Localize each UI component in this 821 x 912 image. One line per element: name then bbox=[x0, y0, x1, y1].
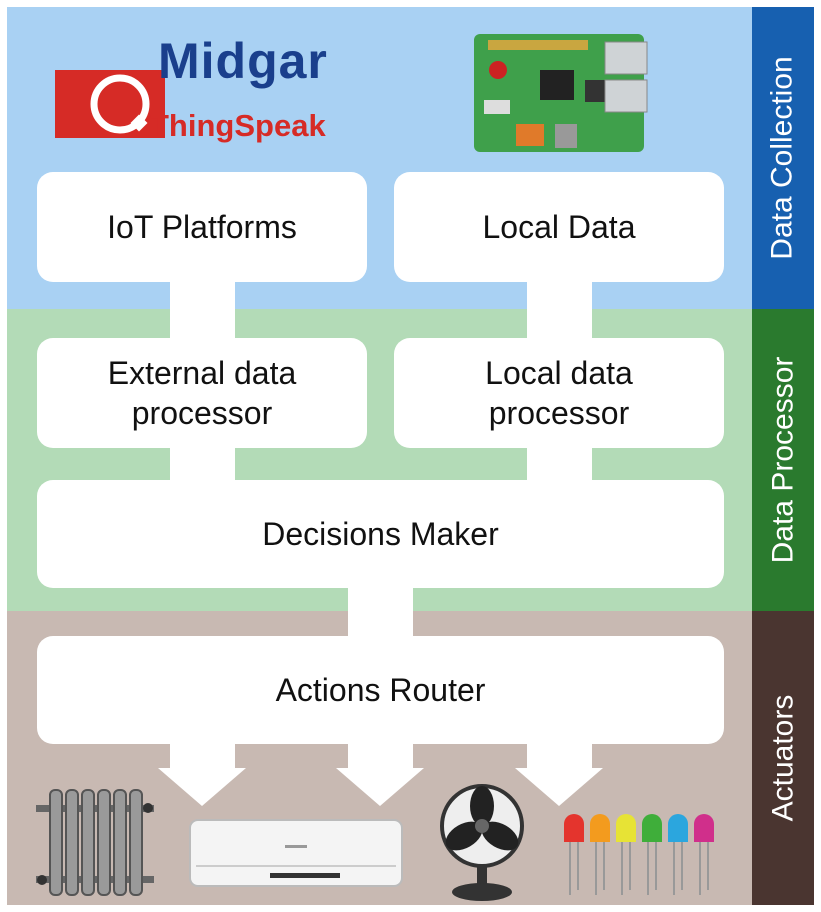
iot-platforms-box: IoT Platforms bbox=[37, 172, 367, 282]
connector-localproc-to-decisions bbox=[527, 445, 592, 485]
arrow-to-fan bbox=[336, 742, 424, 806]
local-processor-line1: Local data bbox=[485, 355, 633, 391]
external-processor-line2: processor bbox=[131, 395, 273, 431]
midgar-logo: Midgar bbox=[158, 33, 328, 89]
arrow-to-air-conditioner bbox=[158, 742, 246, 806]
local-processor-line2: processor bbox=[488, 395, 630, 431]
data-processor-tab: Data Processor bbox=[752, 309, 814, 611]
local-data-processor-box: Local data processor bbox=[394, 338, 724, 448]
external-data-processor-box: External data processor bbox=[37, 338, 367, 448]
actions-router-box: Actions Router bbox=[37, 636, 724, 744]
data-collection-tab: Data Collection bbox=[752, 7, 814, 309]
iot-platforms-label: IoT Platforms bbox=[107, 209, 297, 245]
arrow-to-leds bbox=[515, 742, 603, 806]
local-data-label: Local Data bbox=[482, 209, 636, 245]
decisions-maker-box: Decisions Maker bbox=[37, 480, 724, 588]
connector-local-to-localproc bbox=[527, 280, 592, 340]
local-data-box: Local Data bbox=[394, 172, 724, 282]
decisions-maker-label: Decisions Maker bbox=[262, 516, 499, 552]
actuators-tab: Actuators bbox=[752, 611, 814, 905]
external-processor-line1: External data bbox=[107, 355, 297, 391]
connector-iot-to-external bbox=[170, 280, 235, 340]
connector-decisions-to-router bbox=[348, 585, 413, 640]
actions-router-label: Actions Router bbox=[275, 672, 486, 708]
connector-external-to-decisions bbox=[170, 445, 235, 485]
thingspeak-wordmark: ThingSpeak bbox=[150, 108, 326, 143]
